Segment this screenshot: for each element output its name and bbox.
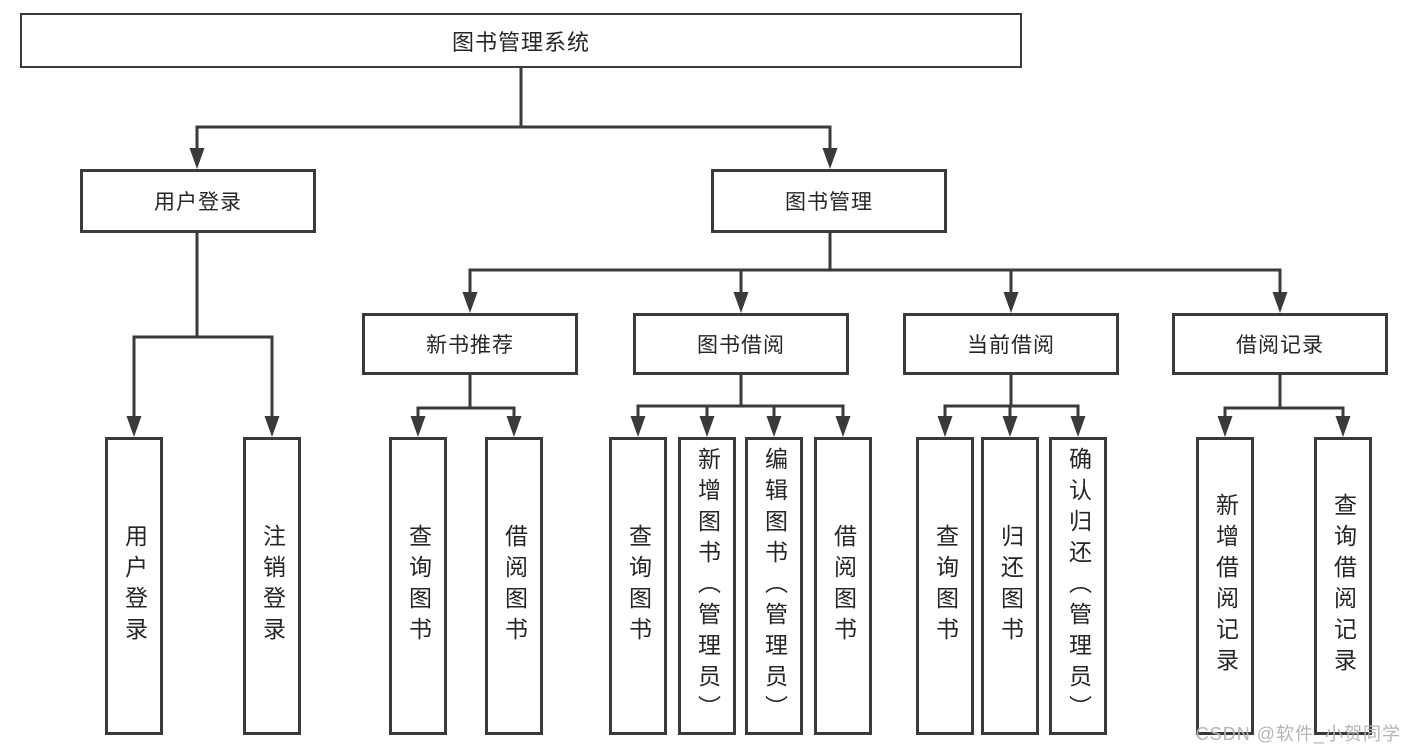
arrowhead-down-icon (1002, 416, 1018, 437)
node-borrow-records: 借阅记录 (1172, 313, 1388, 375)
leaf-nb-borrow-book: 借阅图书 (485, 437, 543, 735)
leaf-nb-query-book: 查询图书 (389, 437, 447, 735)
arrowhead-down-icon (462, 292, 478, 313)
arrowhead-down-icon (1070, 416, 1086, 437)
leaf-label: 查询图书 (405, 524, 432, 648)
leaf-logout-login: 注销登录 (243, 437, 301, 735)
node-book-management: 图书管理 (711, 169, 947, 233)
arrowhead-down-icon (264, 416, 280, 437)
arrowhead-down-icon (835, 416, 851, 437)
arrowhead-down-icon (1003, 292, 1019, 313)
leaf-cb-return-book: 归还图书 (981, 437, 1039, 735)
leaf-label: 查询借阅记录 (1330, 493, 1357, 679)
leaf-label: 新增借阅记录 (1212, 493, 1239, 679)
arrowhead-down-icon (506, 416, 522, 437)
leaf-label: 归还图书 (997, 524, 1024, 648)
leaf-cb-confirm-return-admin: 确认归还（管理员） (1049, 437, 1107, 735)
leaf-bb-edit-book-admin: 编辑图书（管理员） (745, 437, 803, 735)
arrowhead-down-icon (126, 416, 142, 437)
leaf-bb-add-book-admin: 新增图书（管理员） (678, 437, 736, 735)
leaf-label: 编辑图书（管理员） (761, 446, 788, 726)
node-book-borrow: 图书借阅 (633, 313, 849, 375)
leaf-label: 注销登录 (259, 524, 286, 648)
leaf-bb-query-book: 查询图书 (609, 437, 667, 735)
leaf-label: 查询图书 (932, 524, 959, 648)
node-new-book-recommend: 新书推荐 (362, 313, 578, 375)
arrowhead-down-icon (630, 416, 646, 437)
leaf-label: 用户登录 (121, 524, 148, 648)
leaf-bb-borrow-book: 借阅图书 (814, 437, 872, 735)
arrowhead-down-icon (733, 292, 749, 313)
leaf-cb-query-book: 查询图书 (916, 437, 974, 735)
node-current-borrow: 当前借阅 (903, 313, 1119, 375)
leaf-label: 查询图书 (625, 524, 652, 648)
arrowhead-down-icon (1217, 416, 1233, 437)
leaf-label: 借阅图书 (501, 524, 528, 648)
arrowhead-down-icon (1272, 292, 1288, 313)
leaf-br-add-record: 新增借阅记录 (1196, 437, 1254, 735)
leaf-label: 确认归还（管理员） (1065, 446, 1092, 726)
leaf-label: 新增图书（管理员） (694, 446, 721, 726)
node-user-login: 用户登录 (80, 169, 316, 233)
node-library-management-system: 图书管理系统 (20, 13, 1022, 68)
arrowhead-down-icon (822, 148, 838, 169)
arrowhead-down-icon (189, 148, 205, 169)
arrowhead-down-icon (1335, 416, 1351, 437)
arrowhead-down-icon (699, 416, 715, 437)
arrowhead-down-icon (937, 416, 953, 437)
arrowhead-down-icon (410, 416, 426, 437)
leaf-user-login: 用户登录 (105, 437, 163, 735)
leaf-br-query-record: 查询借阅记录 (1314, 437, 1372, 735)
arrowhead-down-icon (766, 416, 782, 437)
leaf-label: 借阅图书 (830, 524, 857, 648)
csdn-watermark: CSDN @软件_小贺同学 (1195, 724, 1401, 744)
